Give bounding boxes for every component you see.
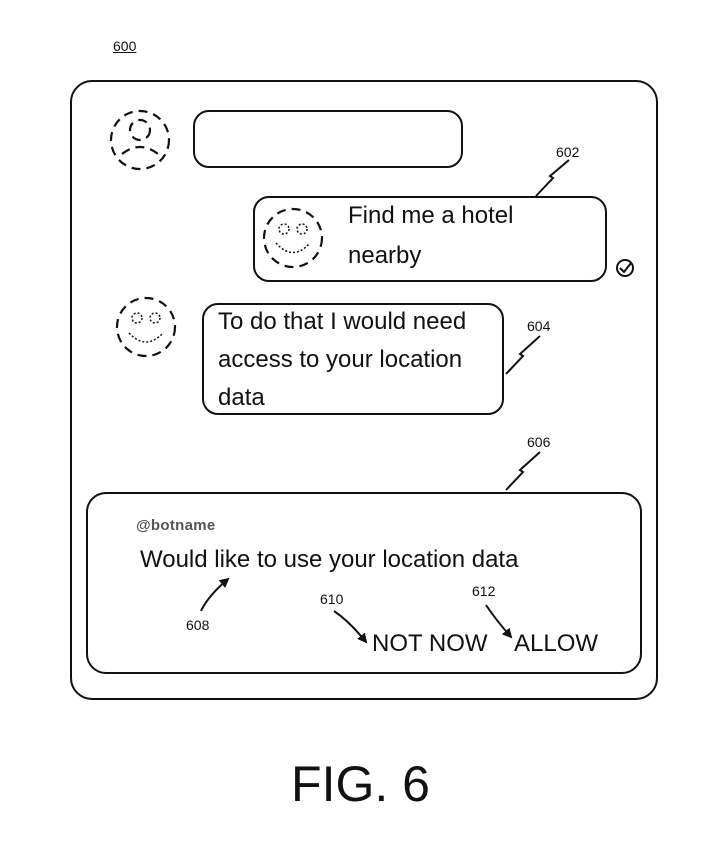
arrow-608: [200, 577, 230, 612]
figure-reference: 600: [113, 38, 137, 54]
leader-602: [535, 159, 570, 197]
arrow-610: [333, 610, 368, 644]
bot-handle: @botname: [136, 517, 216, 534]
user-message-bubble: [253, 196, 607, 282]
ref-604: 604: [527, 318, 551, 334]
smiley-dashed-icon: [115, 296, 177, 358]
ref-602: 602: [556, 144, 580, 160]
permission-title: Would like to use your location data: [140, 546, 519, 573]
arrow-612: [485, 604, 513, 639]
ref-612: 612: [472, 583, 496, 599]
ref-608: 608: [186, 617, 210, 633]
chat-window: [70, 80, 658, 700]
leader-604: [505, 335, 541, 375]
bot-reply-line-2: access to your location: [218, 346, 463, 373]
bot-reply-line-3: data: [218, 384, 265, 411]
check-circle-icon: [616, 259, 634, 277]
not-now-button[interactable]: NOT NOW: [372, 630, 488, 657]
figure-label: FIG. 6: [291, 756, 430, 812]
user-message-line-2: nearby: [348, 242, 422, 269]
smiley-dashed-icon: [262, 207, 324, 269]
empty-message-bubble: [193, 110, 463, 168]
user-message-line-1: Find me a hotel: [348, 202, 514, 229]
leader-606: [505, 451, 541, 491]
bot-reply-line-1: To do that I would need: [218, 308, 467, 335]
ref-606: 606: [527, 434, 551, 450]
allow-button[interactable]: ALLOW: [514, 630, 599, 657]
ref-610: 610: [320, 591, 344, 607]
person-dashed-icon: [109, 109, 171, 171]
permission-card: [86, 492, 642, 674]
bot-reply-bubble: [202, 303, 504, 415]
